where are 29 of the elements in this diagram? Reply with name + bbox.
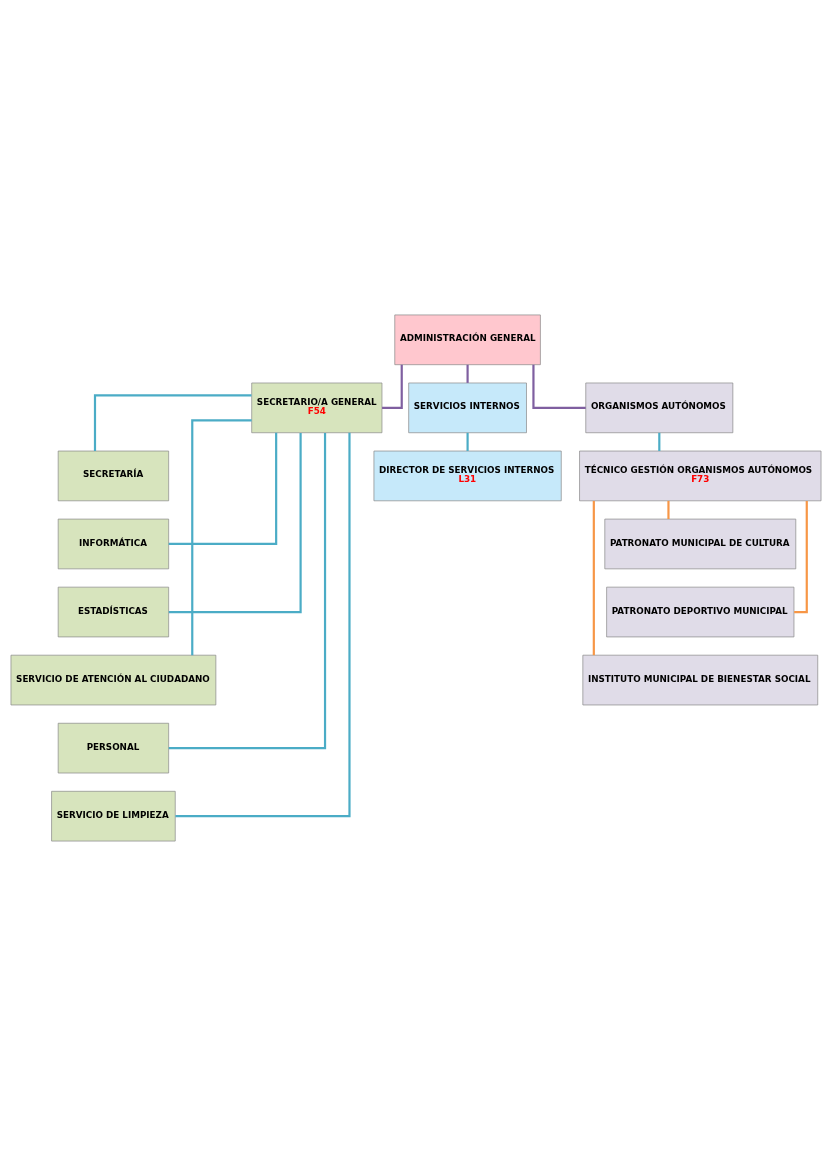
node-box: PATRONATO DEPORTIVO MUNICIPAL: [606, 586, 795, 637]
connector: [175, 432, 351, 817]
node-box: PERSONAL: [57, 722, 170, 773]
node-box: SECRETARIO/A GENERAL F54: [251, 382, 383, 433]
connector: [382, 364, 403, 409]
connector: [191, 418, 252, 655]
connector: [466, 432, 469, 451]
connector: [532, 364, 586, 409]
connector: [466, 364, 469, 383]
connector: [667, 500, 670, 519]
node-box: INSTITUTO MUNICIPAL DE BIENESTAR SOCIAL: [582, 654, 819, 705]
node-box: ORGANISMOS AUTÓNOMOS: [585, 382, 734, 433]
node-box: SERVICIO DE ATENCIÓN AL CIUDADANO: [10, 654, 217, 705]
connector: [93, 393, 252, 451]
connector: [168, 432, 302, 613]
connector: [168, 432, 278, 545]
connector: [794, 500, 808, 613]
connector: [168, 432, 327, 749]
node-box: SERVICIO DE LIMPIEZA: [51, 790, 176, 841]
node-box: INFORMÁTICA: [57, 518, 170, 569]
node-box: ADMINISTRACIÓN GENERAL: [394, 314, 541, 365]
node-box: SECRETARÍA: [57, 450, 170, 501]
node-box: SERVICIOS INTERNOS: [408, 382, 527, 433]
connector: [592, 500, 595, 655]
node-box: PATRONATO MUNICIPAL DE CULTURA: [604, 518, 797, 569]
connector: [658, 432, 661, 451]
node-box: TÉCNICO GESTIÓN ORGANISMOS AUTÓNOMOS F73: [579, 450, 822, 501]
node-box: ESTADÍSTICAS: [57, 586, 170, 637]
node-box: DIRECTOR DE SERVICIOS INTERNOS L31: [373, 450, 562, 501]
